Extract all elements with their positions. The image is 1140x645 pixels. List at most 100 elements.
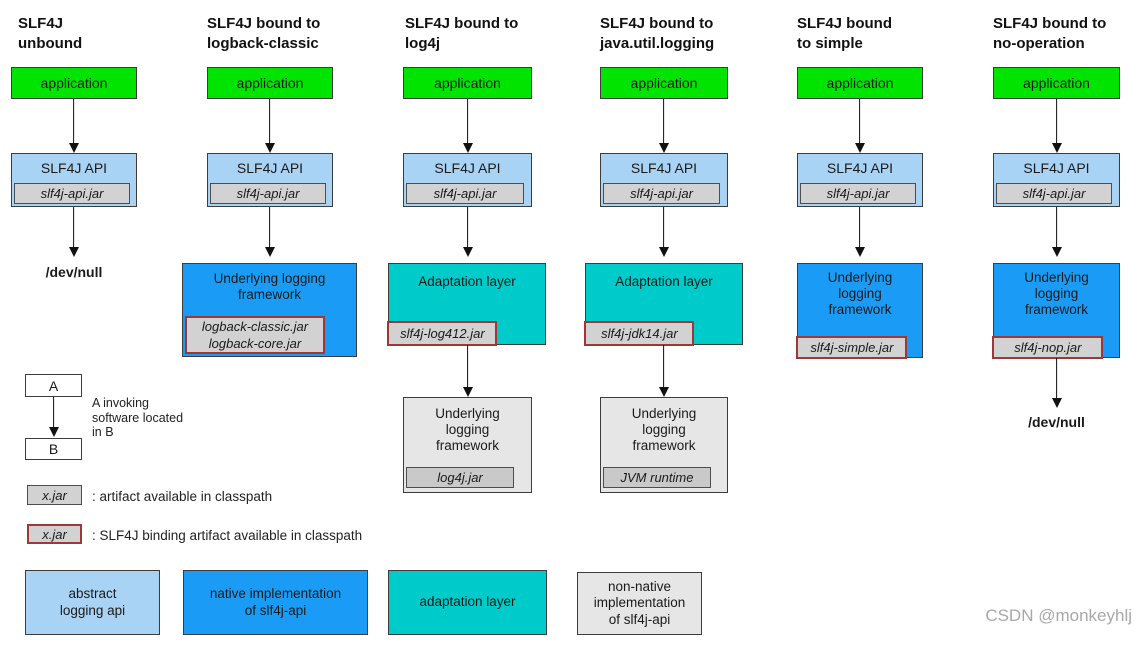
framework-label: Underlying logging framework <box>798 270 922 318</box>
jar-label: logback-classic.jar <box>201 319 309 334</box>
adaptation-layer-box: Adaptation layer slf4j-jdk14.jar <box>584 263 743 346</box>
framework-label: Underlying logging framework <box>601 406 727 454</box>
application-box: application <box>403 67 532 99</box>
jar-label: slf4j-log412.jar <box>400 325 485 341</box>
legend-binding-jar-box: x.jar <box>27 524 82 544</box>
application-box: application <box>11 67 137 99</box>
devnull-label: /dev/null <box>1028 414 1085 430</box>
adaptation-label: Adaptation layer <box>615 274 713 289</box>
framework-label-line: Underlying <box>631 406 697 421</box>
api-label: SLF4J API <box>630 160 698 176</box>
underlying-framework-box: Underlying logging framework slf4j-nop.j… <box>992 263 1120 359</box>
framework-label-line: framework <box>237 287 301 302</box>
jar-label: slf4j-api.jar <box>1022 186 1086 201</box>
binding-jar-box: slf4j-jdk14.jar <box>584 320 695 346</box>
arrow-down-icon <box>658 345 669 397</box>
jar-label: slf4j-api.jar <box>40 186 104 201</box>
framework-label-line: logging <box>445 422 490 437</box>
legend-invoking-text: A invoking software located in B <box>92 396 183 440</box>
legend-box-line: of slf4j-api <box>608 611 671 627</box>
column-title-logback: SLF4J bound to logback-classic <box>207 14 320 53</box>
title-line: SLF4J bound to <box>405 15 519 32</box>
application-box: application <box>797 67 923 99</box>
application-label: application <box>826 75 894 91</box>
underlying-framework-box: Underlying logging framework log4j.jar <box>403 397 532 493</box>
application-box: application <box>993 67 1120 99</box>
arrow-down-icon <box>854 99 865 153</box>
legend-native-impl-box: native implementation of slf4j-api <box>183 570 368 635</box>
arrow-down-icon <box>264 99 275 153</box>
application-box: application <box>600 67 728 99</box>
arrow-down-icon <box>68 207 79 257</box>
api-jar-box: slf4j-api.jar <box>210 183 326 204</box>
legend-a-label: A <box>48 377 59 394</box>
arrow-down-icon <box>462 345 473 397</box>
arrow-down-icon <box>462 99 473 153</box>
jar-label: slf4j-api.jar <box>630 186 693 201</box>
legend-box-line: logging api <box>59 602 126 618</box>
title-line: unbound <box>18 34 83 52</box>
jar-label: slf4j-api.jar <box>433 186 497 201</box>
title-line: java.util.logging <box>600 34 715 52</box>
binding-jar-box: slf4j-simple.jar <box>796 335 908 359</box>
arrow-down-icon <box>658 99 669 153</box>
framework-label-line: Underlying <box>827 270 893 285</box>
api-label: SLF4J API <box>236 160 304 176</box>
api-jar-box: slf4j-api.jar <box>406 183 524 204</box>
arrow-down-icon <box>1051 207 1062 257</box>
watermark-text: CSDN @monkeyhlj <box>985 606 1132 625</box>
title-line: logback-classic <box>207 34 319 52</box>
framework-label-line: Underlying <box>435 406 500 421</box>
slf4j-api-box: SLF4J API slf4j-api.jar <box>600 153 728 207</box>
arrow-down-icon <box>658 207 669 257</box>
devnull-label: /dev/null <box>45 264 103 280</box>
slf4j-api-box: SLF4J API slf4j-api.jar <box>207 153 333 207</box>
column-title-log4j: SLF4J bound to log4j <box>405 14 518 53</box>
framework-label-line: framework <box>1024 302 1088 317</box>
title-line: no-operation <box>993 34 1085 52</box>
framework-label-line: logging <box>1034 286 1079 301</box>
jar-box: JVM runtime <box>603 467 711 488</box>
arrow-down-icon <box>1051 358 1062 408</box>
api-label: SLF4J API <box>826 160 894 176</box>
application-label: application <box>236 75 304 91</box>
framework-label-line: Underlying logging <box>213 271 326 286</box>
legend-non-native-box: non-native implementation of slf4j-api <box>577 572 702 635</box>
jar-box: log4j.jar <box>406 467 514 488</box>
jar-label: slf4j-simple.jar <box>810 339 894 355</box>
title-line: SLF4J bound to <box>993 15 1107 32</box>
legend-box-line: non-native <box>607 578 672 594</box>
slf4j-api-box: SLF4J API slf4j-api.jar <box>403 153 532 207</box>
arrow-down-icon <box>1051 99 1062 153</box>
application-label: application <box>1023 75 1090 91</box>
binding-jar-box: slf4j-log412.jar <box>387 320 498 346</box>
jar-label: slf4j-api.jar <box>826 186 890 201</box>
jar-label: JVM runtime <box>620 470 694 485</box>
api-jar-box: slf4j-api.jar <box>996 183 1112 204</box>
title-line: to simple <box>797 34 863 52</box>
jar-label: log4j.jar <box>437 470 483 485</box>
slf4j-api-box: SLF4J API slf4j-api.jar <box>11 153 137 207</box>
api-label: SLF4J API <box>1023 160 1090 176</box>
application-box: application <box>207 67 333 99</box>
framework-label: Underlying logging framework <box>994 270 1119 318</box>
arrow-down-icon <box>264 207 275 257</box>
legend-text-line: software located <box>92 410 184 425</box>
binding-jar-box: logback-classic.jar logback-core.jar <box>185 316 325 354</box>
arrow-down-icon <box>48 397 59 437</box>
legend-b-box: B <box>25 438 82 460</box>
api-jar-box: slf4j-api.jar <box>800 183 916 204</box>
legend-abstract-api-box: abstract logging api <box>25 570 160 635</box>
underlying-framework-box: Underlying logging framework slf4j-simpl… <box>796 263 923 359</box>
column-title-jul: SLF4J bound to java.util.logging <box>600 14 714 53</box>
legend-artifact-caption: : artifact available in classpath <box>92 489 273 504</box>
binding-jar-box: slf4j-nop.jar <box>992 335 1104 359</box>
application-label: application <box>630 75 698 91</box>
jar-label: x.jar <box>42 526 67 542</box>
legend-artifact-jar-box: x.jar <box>27 485 82 505</box>
api-label: SLF4J API <box>40 160 108 176</box>
legend-box-line: of slf4j-api <box>244 602 307 618</box>
framework-label: Underlying logging framework <box>404 406 531 454</box>
column-title-nop: SLF4J bound to no-operation <box>993 14 1106 53</box>
arrow-down-icon <box>854 207 865 257</box>
